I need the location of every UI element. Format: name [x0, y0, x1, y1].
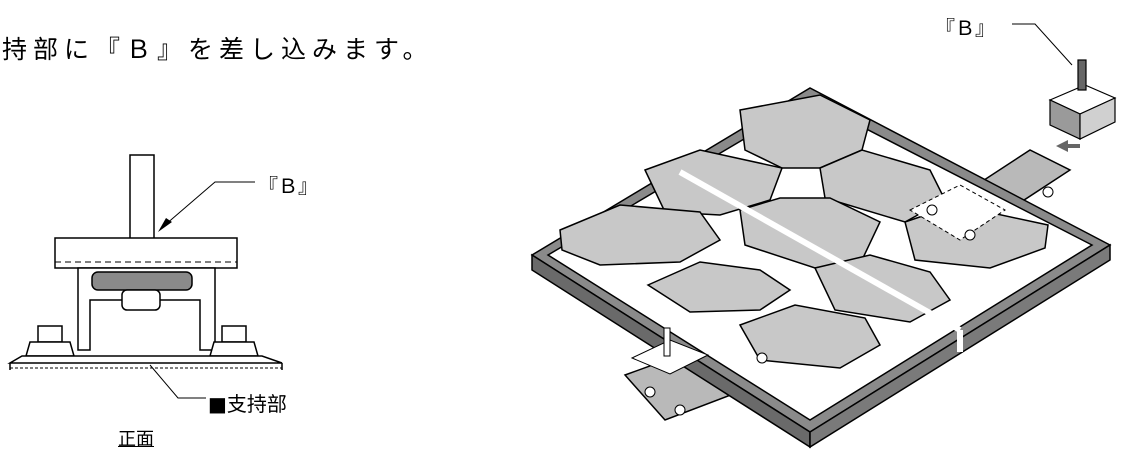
- right-bolt-head: [209, 325, 259, 357]
- front-view-caption: 正面: [118, 429, 154, 450]
- part-b-iso-leader: [1012, 23, 1073, 66]
- part-b-leader: [164, 181, 255, 226]
- left-bolt-head: [25, 325, 75, 357]
- support-leader: [149, 364, 206, 399]
- part-b-label-iso: 『Ｂ』: [935, 16, 995, 40]
- base-plate: [7, 355, 283, 364]
- part-b-label-front: 『Ｂ』: [258, 174, 318, 198]
- part-b-plate: [54, 237, 238, 269]
- support-part-label: ■支持部: [208, 392, 287, 416]
- isometric-view-drawing: [530, 23, 1117, 449]
- insert-arrow: [1056, 140, 1080, 152]
- front-view-drawing: [7, 154, 283, 399]
- clamp-right: [908, 184, 1054, 241]
- instruction-text: 持部に『Ｂ』を差し込みます。: [2, 35, 434, 64]
- clamp-left: [630, 327, 768, 416]
- solar-cells: [559, 94, 1049, 369]
- part-b-iso: [1048, 59, 1117, 140]
